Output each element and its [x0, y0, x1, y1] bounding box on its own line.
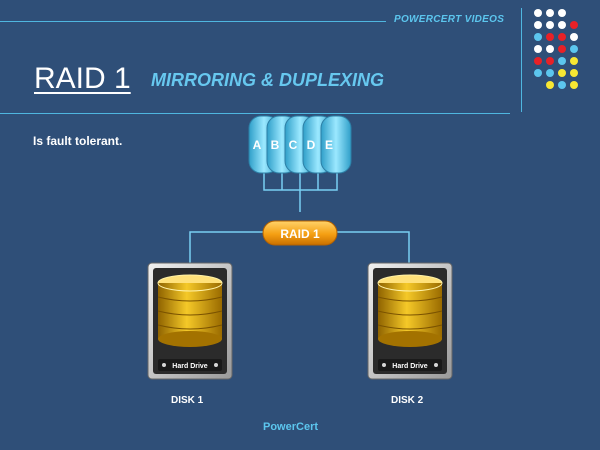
- disk-1-platters: [157, 274, 223, 347]
- disk-1-drive-label: Hard Drive: [172, 363, 208, 370]
- data-block-e: [320, 115, 352, 174]
- title-divider: [0, 113, 510, 114]
- brand-label: POWERCERT VIDEOS: [394, 14, 505, 25]
- slide-title: RAID 1: [34, 62, 131, 95]
- data-block-label-c: C: [289, 138, 298, 152]
- slide-subtitle: MIRRORING & DUPLEXING: [151, 70, 385, 90]
- vertical-divider: [521, 8, 522, 112]
- disk-2-platters: [377, 274, 443, 347]
- data-block-label-d: D: [307, 138, 316, 152]
- disk-2-drive: Hard Drive: [367, 262, 453, 380]
- disk-2-drive-label: Hard Drive: [392, 363, 428, 370]
- data-connectors: [189, 173, 410, 263]
- top-divider: [0, 21, 386, 22]
- data-block-label-b: B: [271, 138, 280, 152]
- data-block-label-a: A: [253, 138, 262, 152]
- raid-controller: RAID 1: [262, 220, 338, 246]
- raid-controller-label: RAID 1: [280, 227, 320, 241]
- disk-2-label: DISK 2: [391, 395, 424, 406]
- data-block-stack: A B C D E: [248, 115, 352, 174]
- fault-tolerance-text: Is fault tolerant.: [33, 134, 123, 148]
- disk-1-label: DISK 1: [171, 395, 204, 406]
- data-block-label-e: E: [325, 138, 333, 152]
- disk-1-drive: Hard Drive: [147, 262, 233, 380]
- footer-brand: PowerCert: [263, 421, 319, 433]
